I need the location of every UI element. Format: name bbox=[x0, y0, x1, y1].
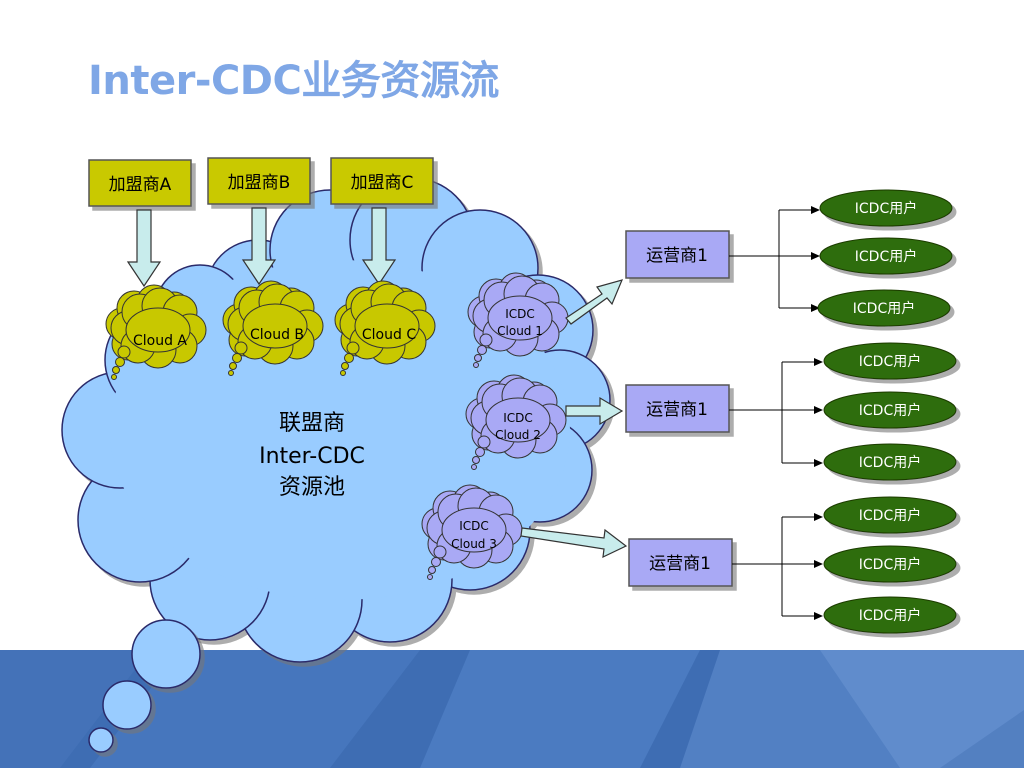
user-node[interactable]: ICDC用户 bbox=[823, 545, 957, 583]
user-label: ICDC用户 bbox=[853, 300, 915, 317]
icdc-cloud-label-line1: ICDC bbox=[503, 411, 533, 425]
operator-box-3[interactable]: 运营商1 bbox=[628, 538, 733, 587]
franchisee-box-a[interactable]: 加盟商A bbox=[88, 159, 192, 207]
pool-tail-bubble bbox=[102, 680, 152, 730]
cloud-label: Cloud B bbox=[250, 327, 304, 343]
franchisee-box-b[interactable]: 加盟商B bbox=[207, 157, 311, 205]
operator-label: 运营商1 bbox=[646, 400, 708, 420]
icdc-cloud-label-line1: ICDC bbox=[459, 519, 489, 533]
cloud-label: Cloud C bbox=[362, 327, 416, 343]
operator-box-2[interactable]: 运营商1 bbox=[625, 384, 730, 433]
pool-label-line1: 联盟商 bbox=[279, 411, 345, 436]
cloud-c: Cloud C bbox=[334, 280, 436, 376]
user-label: ICDC用户 bbox=[859, 353, 921, 370]
connector-arrowheads bbox=[811, 206, 823, 620]
operator-label: 运营商1 bbox=[646, 246, 708, 266]
cloud-b: Cloud B bbox=[222, 280, 324, 376]
user-label: ICDC用户 bbox=[859, 607, 921, 624]
user-node[interactable]: ICDC用户 bbox=[823, 443, 957, 481]
pool-tail-bubble bbox=[88, 727, 114, 753]
icdc-cloud-label-line1: ICDC bbox=[505, 307, 535, 321]
franchisee-label: 加盟商A bbox=[109, 175, 172, 195]
user-node[interactable]: ICDC用户 bbox=[823, 596, 957, 634]
user-label: ICDC用户 bbox=[859, 507, 921, 524]
user-label: ICDC用户 bbox=[859, 556, 921, 573]
pool-tail-bubble bbox=[131, 619, 201, 689]
icdc-cloud-label-line2: Cloud 1 bbox=[497, 324, 543, 338]
user-label: ICDC用户 bbox=[859, 454, 921, 471]
user-node[interactable]: ICDC用户 bbox=[823, 342, 957, 380]
flow-arrow-3 bbox=[520, 527, 628, 559]
down-arrow-c bbox=[361, 207, 397, 286]
franchisee-label: 加盟商B bbox=[228, 173, 291, 193]
down-arrow-a bbox=[126, 209, 162, 288]
pool-label-line3: 资源池 bbox=[279, 475, 345, 500]
icdc-cloud-label-line2: Cloud 3 bbox=[451, 537, 497, 551]
flow-arrow-2 bbox=[565, 396, 624, 426]
user-node[interactable]: ICDC用户 bbox=[819, 189, 953, 227]
connectors-group-3 bbox=[732, 516, 815, 617]
connectors-group-2 bbox=[729, 361, 815, 464]
user-node[interactable]: ICDC用户 bbox=[823, 496, 957, 534]
icdc-cloud-3: ICDC Cloud 3 bbox=[421, 484, 523, 580]
icdc-cloud-label-line2: Cloud 2 bbox=[495, 428, 541, 442]
cloud-a: Cloud A bbox=[105, 284, 207, 380]
cloud-label: Cloud A bbox=[133, 333, 187, 349]
franchisee-box-c[interactable]: 加盟商C bbox=[330, 157, 434, 205]
icdc-cloud-1: ICDC Cloud 1 bbox=[467, 272, 569, 368]
operator-label: 运营商1 bbox=[649, 554, 711, 574]
user-label: ICDC用户 bbox=[855, 248, 917, 265]
user-node[interactable]: ICDC用户 bbox=[819, 237, 953, 275]
franchisee-label: 加盟商C bbox=[351, 173, 414, 193]
user-label: ICDC用户 bbox=[859, 402, 921, 419]
user-node[interactable]: ICDC用户 bbox=[823, 391, 957, 429]
page-title: Inter-CDC业务资源流 bbox=[88, 58, 499, 104]
down-arrow-b bbox=[241, 207, 277, 286]
pool-label-line2: Inter-CDC bbox=[259, 444, 365, 469]
user-label: ICDC用户 bbox=[855, 200, 917, 217]
user-node[interactable]: ICDC用户 bbox=[817, 289, 951, 327]
icdc-cloud-2: ICDC Cloud 2 bbox=[465, 374, 567, 470]
flow-arrow-1 bbox=[565, 279, 624, 325]
connectors-group-1 bbox=[729, 209, 812, 309]
operator-box-1[interactable]: 运营商1 bbox=[625, 230, 730, 279]
